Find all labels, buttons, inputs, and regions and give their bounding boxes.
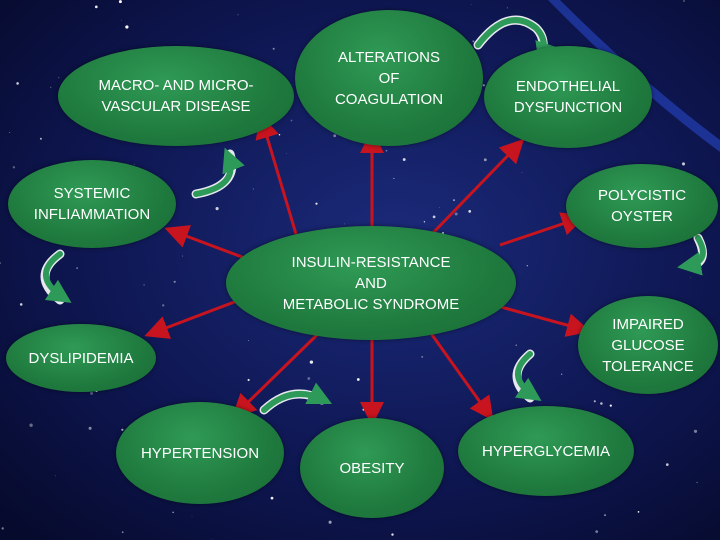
node-label: HYPERTENSION xyxy=(140,444,260,462)
arrow-to-polycistic xyxy=(499,212,586,247)
curved-arrow-impaired-hyperglycemia xyxy=(514,351,542,401)
node-endothelial-dysfunction: ENDOTHELIAL DYSFUNCTION xyxy=(484,46,652,148)
node-label: SYSTEMIC INFLIAMMATION xyxy=(33,185,151,223)
arrow-to-impaired xyxy=(489,302,591,337)
center-label: INSULIN-RESISTANCE AND METABOLIC SYNDROM… xyxy=(282,253,460,313)
node-insulin-resistance-metabolic-syndrome: INSULIN-RESISTANCE AND METABOLIC SYNDROM… xyxy=(226,226,516,340)
arrow-to-hyperglycemia xyxy=(428,331,494,421)
node-label: ALTERATIONS OF COAGULATION xyxy=(334,48,444,108)
node-dyslipidemia: DYSLIPIDEMIA xyxy=(6,324,156,392)
node-impaired-glucose-tolerance: IMPAIRED GLUCOSE TOLERANCE xyxy=(578,296,718,394)
arrow-to-systemic xyxy=(164,225,251,262)
node-label: HYPERGLYCEMIA xyxy=(481,442,611,460)
arrow-to-hypertension xyxy=(231,330,322,419)
curved-arrow-systemic-macro xyxy=(193,147,245,197)
node-macro-micro-vascular-disease: MACRO- AND MICRO- VASCULAR DISEASE xyxy=(58,46,294,146)
arrow-to-endothelial xyxy=(428,138,525,238)
node-systemic-inflammation: SYSTEMIC INFLIAMMATION xyxy=(8,160,176,248)
node-hyperglycemia: HYPERGLYCEMIA xyxy=(458,406,634,496)
node-label: OBESITY xyxy=(339,459,405,477)
node-label: POLYCISTIC OYSTER xyxy=(597,187,687,225)
curved-arrow-hypertension-obesity xyxy=(261,382,333,413)
node-label: IMPAIRED GLUCOSE TOLERANCE xyxy=(602,315,694,375)
node-label: ENDOTHELIAL DYSFUNCTION xyxy=(513,78,623,116)
curved-arrow-systemic-dyslipidemia xyxy=(42,251,72,303)
node-alterations-of-coagulation: ALTERATIONS OF COAGULATION xyxy=(295,10,483,146)
node-label: DYSLIPIDEMIA xyxy=(28,349,134,367)
node-label: MACRO- AND MICRO- VASCULAR DISEASE xyxy=(98,77,254,115)
arrow-to-dyslipidemia xyxy=(144,294,251,339)
arrow-from-center-to-macro xyxy=(255,114,298,235)
node-polycistic-oyster: POLYCISTIC OYSTER xyxy=(566,164,718,248)
node-obesity: OBESITY xyxy=(300,418,444,518)
curved-arrow-polycistic-impaired xyxy=(677,235,706,276)
node-hypertension: HYPERTENSION xyxy=(116,402,284,504)
